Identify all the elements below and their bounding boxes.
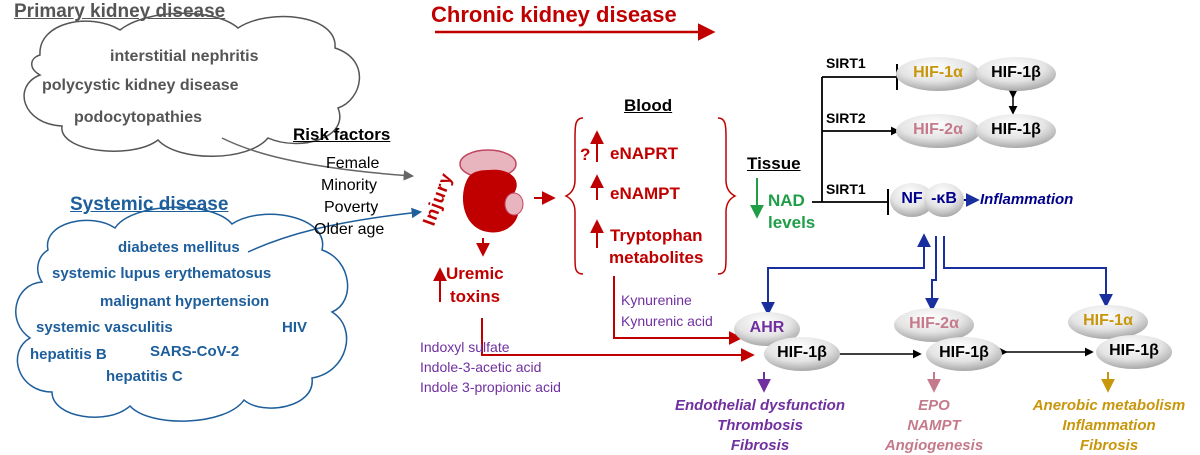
metabolites-label: metabolites bbox=[609, 248, 704, 267]
hif1a-low-label: HIF-1α bbox=[1083, 312, 1133, 329]
tryptophan-label: Tryptophan bbox=[610, 226, 703, 245]
sirt1-top-label: SIRT1 bbox=[826, 55, 866, 71]
kidney-icon bbox=[459, 149, 524, 233]
ahr-node bbox=[734, 312, 800, 346]
nad-line2: levels bbox=[768, 213, 816, 232]
primary-item: podocytopathies bbox=[74, 109, 203, 126]
systemic-item: SARS-CoV-2 bbox=[150, 343, 240, 360]
nf-node bbox=[890, 183, 934, 217]
kb-node bbox=[924, 183, 964, 217]
hif1b-low-node bbox=[926, 337, 1002, 371]
primary-title: Primary kidney disease bbox=[14, 1, 226, 22]
hif1b-mid-label: HIF-1β bbox=[991, 121, 1041, 138]
primary-item: interstitial nephritis bbox=[110, 48, 259, 65]
toxin-item: Indole 3-propionic acid bbox=[420, 379, 561, 395]
gold-outcome: Fibrosis bbox=[1079, 437, 1139, 454]
systemic-title: Systemic disease bbox=[70, 194, 229, 215]
toxin-item: Indoxyl sulfate bbox=[420, 339, 510, 355]
hif1b-right-label: HIF-1β bbox=[1109, 342, 1159, 359]
nfkb-to-ahr-arrow bbox=[761, 252, 925, 316]
sirt1-bottom-label: SIRT1 bbox=[826, 181, 866, 197]
primary-arrow bbox=[221, 137, 415, 181]
uremic-to-ahr-arrow bbox=[481, 318, 755, 362]
blood-title: Blood bbox=[624, 96, 673, 115]
risk-item: Minority bbox=[321, 177, 378, 194]
hif2a-mid-label: HIF-2α bbox=[913, 121, 963, 138]
risk-item: Female bbox=[326, 155, 380, 172]
blood-question: ? bbox=[580, 145, 591, 164]
gold-outcome: Inflammation bbox=[1062, 417, 1156, 434]
enaprt-label: eNAPRT bbox=[610, 144, 679, 163]
blood-brace-right bbox=[717, 117, 737, 275]
hif1a-low-node bbox=[1068, 305, 1148, 339]
hif1a-top-node bbox=[896, 57, 980, 91]
kb-label: -κB bbox=[931, 190, 957, 207]
systemic-item: systemic lupus erythematosus bbox=[52, 265, 272, 282]
purple-outcome: Endothelial dysfunction bbox=[674, 397, 845, 414]
purple-outcome: Fibrosis bbox=[730, 437, 790, 454]
uremic-line2: toxins bbox=[450, 287, 501, 306]
primary-item: polycystic kidney disease bbox=[42, 77, 239, 94]
systemic-item: malignant hypertension bbox=[100, 293, 270, 310]
systemic-item: hepatitis C bbox=[106, 368, 183, 385]
nf-label: NF bbox=[901, 190, 923, 207]
sirt2-label: SIRT2 bbox=[826, 110, 866, 126]
hif1b-low-label: HIF-1β bbox=[939, 344, 989, 361]
systemic-item: diabetes mellitus bbox=[118, 239, 240, 256]
nfkb-to-hif1a-arrow bbox=[943, 236, 1113, 308]
toxin-item: Indole-3-acetic acid bbox=[420, 359, 542, 375]
sirt-branch-lines bbox=[812, 76, 897, 203]
hif1b-mid-node bbox=[976, 114, 1056, 148]
main-title: Chronic kidney disease bbox=[431, 2, 677, 27]
tryptophan-to-ahr-arrow bbox=[613, 276, 743, 345]
kyn-line2: Kynurenic acid bbox=[621, 313, 713, 329]
hif1b-ahr-label: HIF-1β bbox=[777, 344, 827, 361]
kyn-line1: Kynurenine bbox=[621, 292, 692, 308]
pink-outcome: Angiogenesis bbox=[884, 437, 984, 454]
blood-brace-left bbox=[564, 117, 584, 275]
risk-title: Risk factors bbox=[293, 125, 391, 144]
hif1b-top-label: HIF-1β bbox=[991, 64, 1041, 81]
gold-outcome: Anerobic metabolism bbox=[1032, 397, 1186, 414]
inflammation-label: Inflammation bbox=[980, 191, 1074, 208]
hif1b-right-node bbox=[1096, 335, 1172, 369]
uremic-line1: Uremic bbox=[446, 264, 504, 283]
hif1b-top-node bbox=[976, 57, 1056, 91]
systemic-item: HIV bbox=[282, 319, 308, 336]
risk-item: Older age bbox=[314, 221, 385, 238]
pink-outcome: EPO bbox=[918, 397, 950, 414]
hif1a-top-label: HIF-1α bbox=[913, 64, 963, 81]
hif2a-low-label: HIF-2α bbox=[909, 315, 959, 332]
systemic-arrow bbox=[247, 207, 423, 253]
pink-outcome: NAMPT bbox=[907, 417, 961, 434]
tissue-title: Tissue bbox=[747, 154, 801, 173]
hif2a-mid-node bbox=[896, 114, 980, 148]
systemic-item: hepatitis B bbox=[30, 346, 107, 363]
hif2a-low-node bbox=[894, 308, 974, 342]
ahr-label: AHR bbox=[749, 319, 785, 336]
nad-line1: NAD bbox=[768, 191, 805, 210]
nfkb-to-hif2a-arrow bbox=[925, 236, 939, 312]
systemic-item: systemic vasculitis bbox=[36, 319, 173, 336]
enampt-label: eNAMPT bbox=[610, 184, 680, 203]
risk-item: Poverty bbox=[324, 199, 379, 216]
hif1b-ahr-node bbox=[764, 337, 840, 371]
systemic-cloud bbox=[15, 206, 349, 422]
purple-outcome: Thrombosis bbox=[717, 417, 803, 434]
primary-cloud bbox=[23, 12, 361, 157]
